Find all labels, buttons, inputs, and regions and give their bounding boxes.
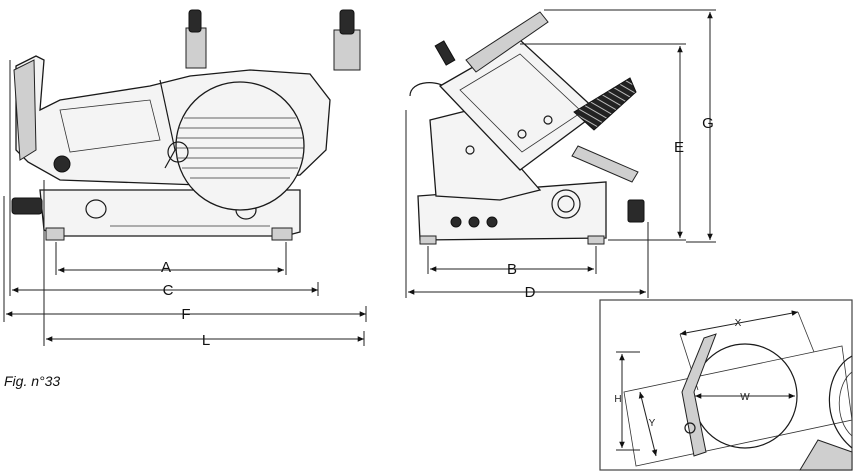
front-view-slicer: A C F L [3,9,367,349]
dim-h-label: H [614,394,621,405]
dim-x-ext-right [797,311,815,353]
side-knob [627,199,645,223]
inset-arm [681,333,717,457]
front-knob-left [11,197,43,215]
side-dial [551,189,581,219]
side-foot-right [587,235,605,245]
dim-w-label: W [740,392,750,403]
side-dial-inner [557,195,575,213]
inset-arm-bolt [684,422,696,434]
dim-b-label: B [507,261,517,278]
dim-g-label: G [702,115,714,132]
dim-c-label: C [163,282,174,299]
front-blade-hatch [176,117,304,179]
side-pusher-knob [434,40,456,66]
dim-e-label: E [674,139,684,156]
inset-view: W X H Y [599,299,853,471]
front-handle-plate [13,59,37,161]
side-handle [571,145,639,183]
dim-d-label: D [525,284,536,301]
front-sharpener-post [333,29,361,71]
side-bolt-1 [517,129,527,139]
side-column [429,109,542,201]
dim-x-line [679,310,799,336]
side-bolt-2 [543,115,553,125]
side-button-1 [450,216,462,228]
front-foot-right [271,227,293,241]
figure-caption: Fig. n°33 [4,373,61,389]
inset-plate [623,345,853,467]
side-view-slicer: B D E G [405,9,716,301]
dim-y-line [638,391,658,457]
front-sharpener-knob [339,9,355,35]
dim-a-label: A [161,259,171,276]
front-carriage [59,99,161,153]
front-pusher-knob [188,9,202,33]
dim-x-label: X [735,318,742,329]
front-lock-knob [53,155,71,173]
front-guard [159,79,176,169]
inset-wheel-edge [828,355,853,449]
side-foot-left [419,235,437,245]
front-base-hole-left [85,199,107,219]
side-button-2 [468,216,480,228]
side-grate [573,77,637,131]
side-button-3 [486,216,498,228]
inset-wheel-inner [838,371,853,437]
inset-base-corner [799,439,853,471]
side-pusher-arm [465,11,549,73]
side-bolt-3 [465,145,475,155]
front-blade [175,81,305,211]
front-foot-left [45,227,65,241]
front-pusher-post [185,27,207,69]
dim-f-label: F [181,306,190,323]
dim-y-label: Y [649,418,656,429]
dim-l-label: L [202,332,210,349]
front-blade-hub [167,141,189,163]
